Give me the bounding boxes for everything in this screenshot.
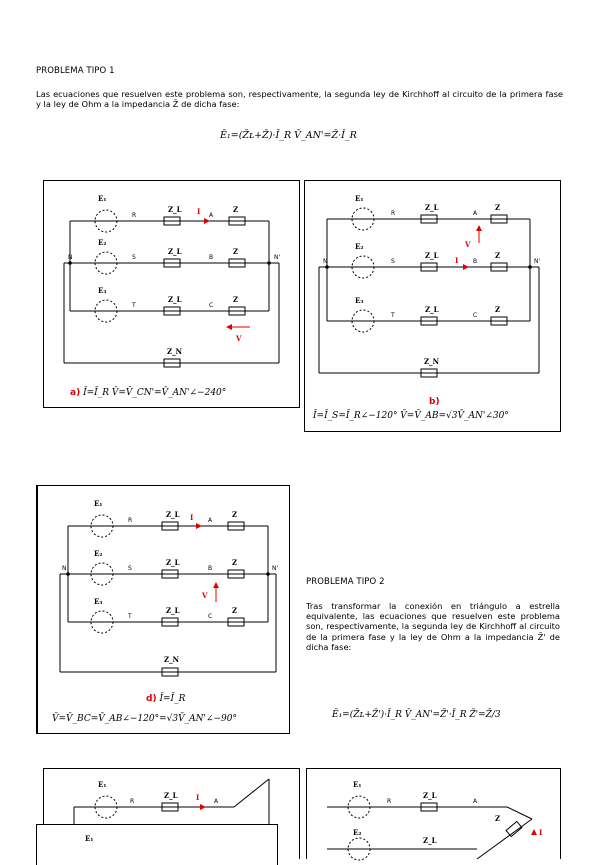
circuit-label: A [214, 798, 219, 805]
label-zl: Z_L [168, 247, 182, 256]
circuit-label: B [473, 258, 477, 265]
circuit-label: A [473, 210, 478, 217]
circuit-label: I [196, 793, 199, 802]
circuit-label: E₁ [98, 780, 106, 789]
circuit-label: R [391, 210, 395, 217]
circuit-label: R [387, 798, 391, 805]
section-paragraph: Las ecuaciones que resuelven este proble… [36, 89, 563, 110]
circuit-label: Z_L [166, 510, 180, 519]
circuit-label: R [128, 517, 132, 524]
label-zn: Z_N [167, 347, 183, 356]
circuit-label: N [323, 258, 328, 265]
circuit-diagram-b: E₁ E₂ E₃ R S T A B C N N' Z_L Z_L Z_L Z … [318, 194, 540, 378]
section2-paragraph: Tras transformar la conexión en triángul… [306, 601, 560, 652]
circuit-label: Z [232, 558, 237, 567]
label-b: b) [429, 397, 440, 407]
circuit-label: E₂ [353, 828, 361, 837]
figure-b: E₁ E₂ E₃ R S T A B C N N' Z_L Z_L Z_L Z … [304, 180, 561, 432]
circuit-label: E₁ [353, 780, 361, 789]
circuit-label: N [62, 565, 67, 572]
section-title: PROBLEMA TIPO 1 [36, 66, 115, 76]
circuit-label: E₁ [94, 499, 102, 508]
section2-equation: Ē₁=(Z̄ʟ+Z̄')·Ī_R V̄_AN'=Z̄'·Ī_R Z̄'=Z̄/3 [332, 710, 501, 720]
figure-e-partial: E₁ E₂ R A Z_L Z_L Z I [306, 768, 561, 861]
label-n: N [68, 254, 73, 261]
label-voltage: V [235, 334, 242, 343]
label-s: S [132, 254, 136, 261]
circuit-label: T [127, 613, 132, 620]
section2-title: PROBLEMA TIPO 2 [306, 577, 385, 587]
circuit-label: C [208, 613, 212, 620]
circuit-label: Z_L [425, 203, 439, 212]
circuit-label: E₂ [94, 549, 102, 558]
circuit-label: R [130, 798, 134, 805]
circuit-label: C [473, 312, 477, 319]
caption-a: a) Ī=Ī_R V̄=V̄_CN'=V̄_AN'∠−240° [70, 388, 227, 398]
caption-b: Ī=Ī_S=Ī_R∠−120° V̄=V̄_AB=√3V̄_AN'∠30° [313, 411, 509, 421]
circuit-label: Z [495, 251, 500, 260]
label-t: T [131, 302, 136, 309]
circuit-label: Z_N [424, 357, 440, 366]
figure-a: E₁ E₂ E₃ R S T A B C N N' Z_L Z_L Z_L Z … [43, 180, 300, 408]
equation: Ē₁=(Z̄ʟ+Z̄)·Ī_R V̄_AN'=Z̄·Ī_R [220, 130, 357, 141]
label-z: Z [233, 205, 238, 214]
circuit-label: V [464, 240, 471, 249]
circuit-label: A [208, 517, 213, 524]
circuit-label: E₁ [355, 194, 363, 203]
circuit-diagram-d: E₁ E₂ E₃ R S T A B C N N' Z_L Z_L Z_L Z … [59, 499, 278, 677]
circuit-label: Z_L [166, 606, 180, 615]
label-a: A [209, 212, 214, 219]
caption-d1: d) Ī=Ī_R [146, 694, 186, 704]
circuit-label: Z [232, 606, 237, 615]
circuit-label: Z_L [166, 558, 180, 567]
figure-overlay-partial: E₁ [36, 824, 278, 865]
circuit-label: Z [495, 305, 500, 314]
circuit-label: Z [232, 510, 237, 519]
figure-d: E₁ E₂ E₃ R S T A B C N N' Z_L Z_L Z_L Z … [36, 485, 290, 734]
label-r: R [132, 212, 136, 219]
circuit-label: Z [495, 203, 500, 212]
label-zl: Z_L [168, 205, 182, 214]
circuit-label: E₂ [355, 242, 363, 251]
circuit-label: N' [534, 258, 540, 265]
circuit-label: E₁ [85, 834, 93, 843]
circuit-label: I [190, 513, 193, 522]
label-e1: E₁ [98, 194, 106, 203]
label-z: Z [233, 247, 238, 256]
label-current: I [197, 207, 200, 216]
label-z: Z [233, 295, 238, 304]
label-e3: E₃ [98, 286, 106, 295]
label-zl: Z_L [168, 295, 182, 304]
label-np: N' [274, 254, 280, 261]
circuit-label: Z_L [425, 305, 439, 314]
circuit-label: N' [272, 565, 278, 572]
circuit-label: I [539, 828, 542, 837]
circuit-label: E₃ [355, 296, 363, 305]
circuit-label: A [473, 798, 478, 805]
circuit-label: S [128, 565, 132, 572]
circuit-label: I [455, 256, 458, 265]
caption-d2: V̄=V̄_BC=V̄_AB∠−120°=√3V̄_AN'∠−90° [52, 714, 238, 724]
circuit-label: Z_L [164, 791, 178, 800]
circuit-label: B [208, 565, 212, 572]
circuit-label: S [391, 258, 395, 265]
circuit-label: Z_L [423, 836, 437, 845]
circuit-label: Z_L [423, 791, 437, 800]
circuit-label: Z_N [164, 655, 180, 664]
circuit-label: E₃ [94, 597, 102, 606]
circuit-diagram-a: E₁ E₂ E₃ R S T A B C N N' Z_L Z_L Z_L Z … [63, 194, 280, 368]
circuit-label: Z_L [425, 251, 439, 260]
circuit-label: V [201, 591, 208, 600]
circuit-label: T [390, 312, 395, 319]
label-e2: E₂ [98, 238, 106, 247]
label-b: B [209, 254, 213, 261]
label-c: C [209, 302, 213, 309]
circuit-label: Z [495, 814, 500, 823]
